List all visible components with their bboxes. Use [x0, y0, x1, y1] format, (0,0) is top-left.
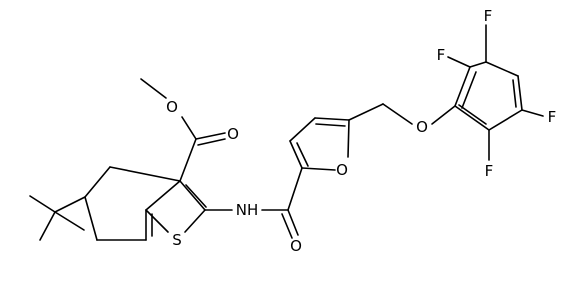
fluorine-bottom-label: F	[485, 162, 494, 180]
ester-ether-oxygen-label: O	[166, 98, 178, 116]
ester-carbonyl-oxygen-label: O	[227, 125, 239, 143]
tert-butyl-group	[29, 195, 86, 241]
cyclohexene-ring	[84, 166, 181, 241]
fluorine-bonds	[447, 24, 544, 161]
furan-oxygen-label: O	[336, 161, 348, 179]
amide-linkage	[204, 167, 303, 239]
furan-ring	[289, 117, 350, 171]
ether-oxygen-label: O	[416, 118, 428, 136]
fluorine-right-label: F	[548, 108, 557, 126]
amide-carbonyl-oxygen-label: O	[290, 237, 302, 255]
amide-nh-label: NH	[236, 201, 259, 219]
fluorine-top-label: F	[484, 7, 493, 25]
tetrafluorophenyl-ring	[454, 61, 523, 131]
fluorine-upper-left-label: F	[437, 46, 446, 64]
thiophene-sulfur-label: S	[172, 231, 182, 249]
methyleneoxy-linker	[348, 103, 456, 125]
methyl-ester-group	[140, 78, 226, 182]
thiophene-ring	[145, 180, 207, 233]
